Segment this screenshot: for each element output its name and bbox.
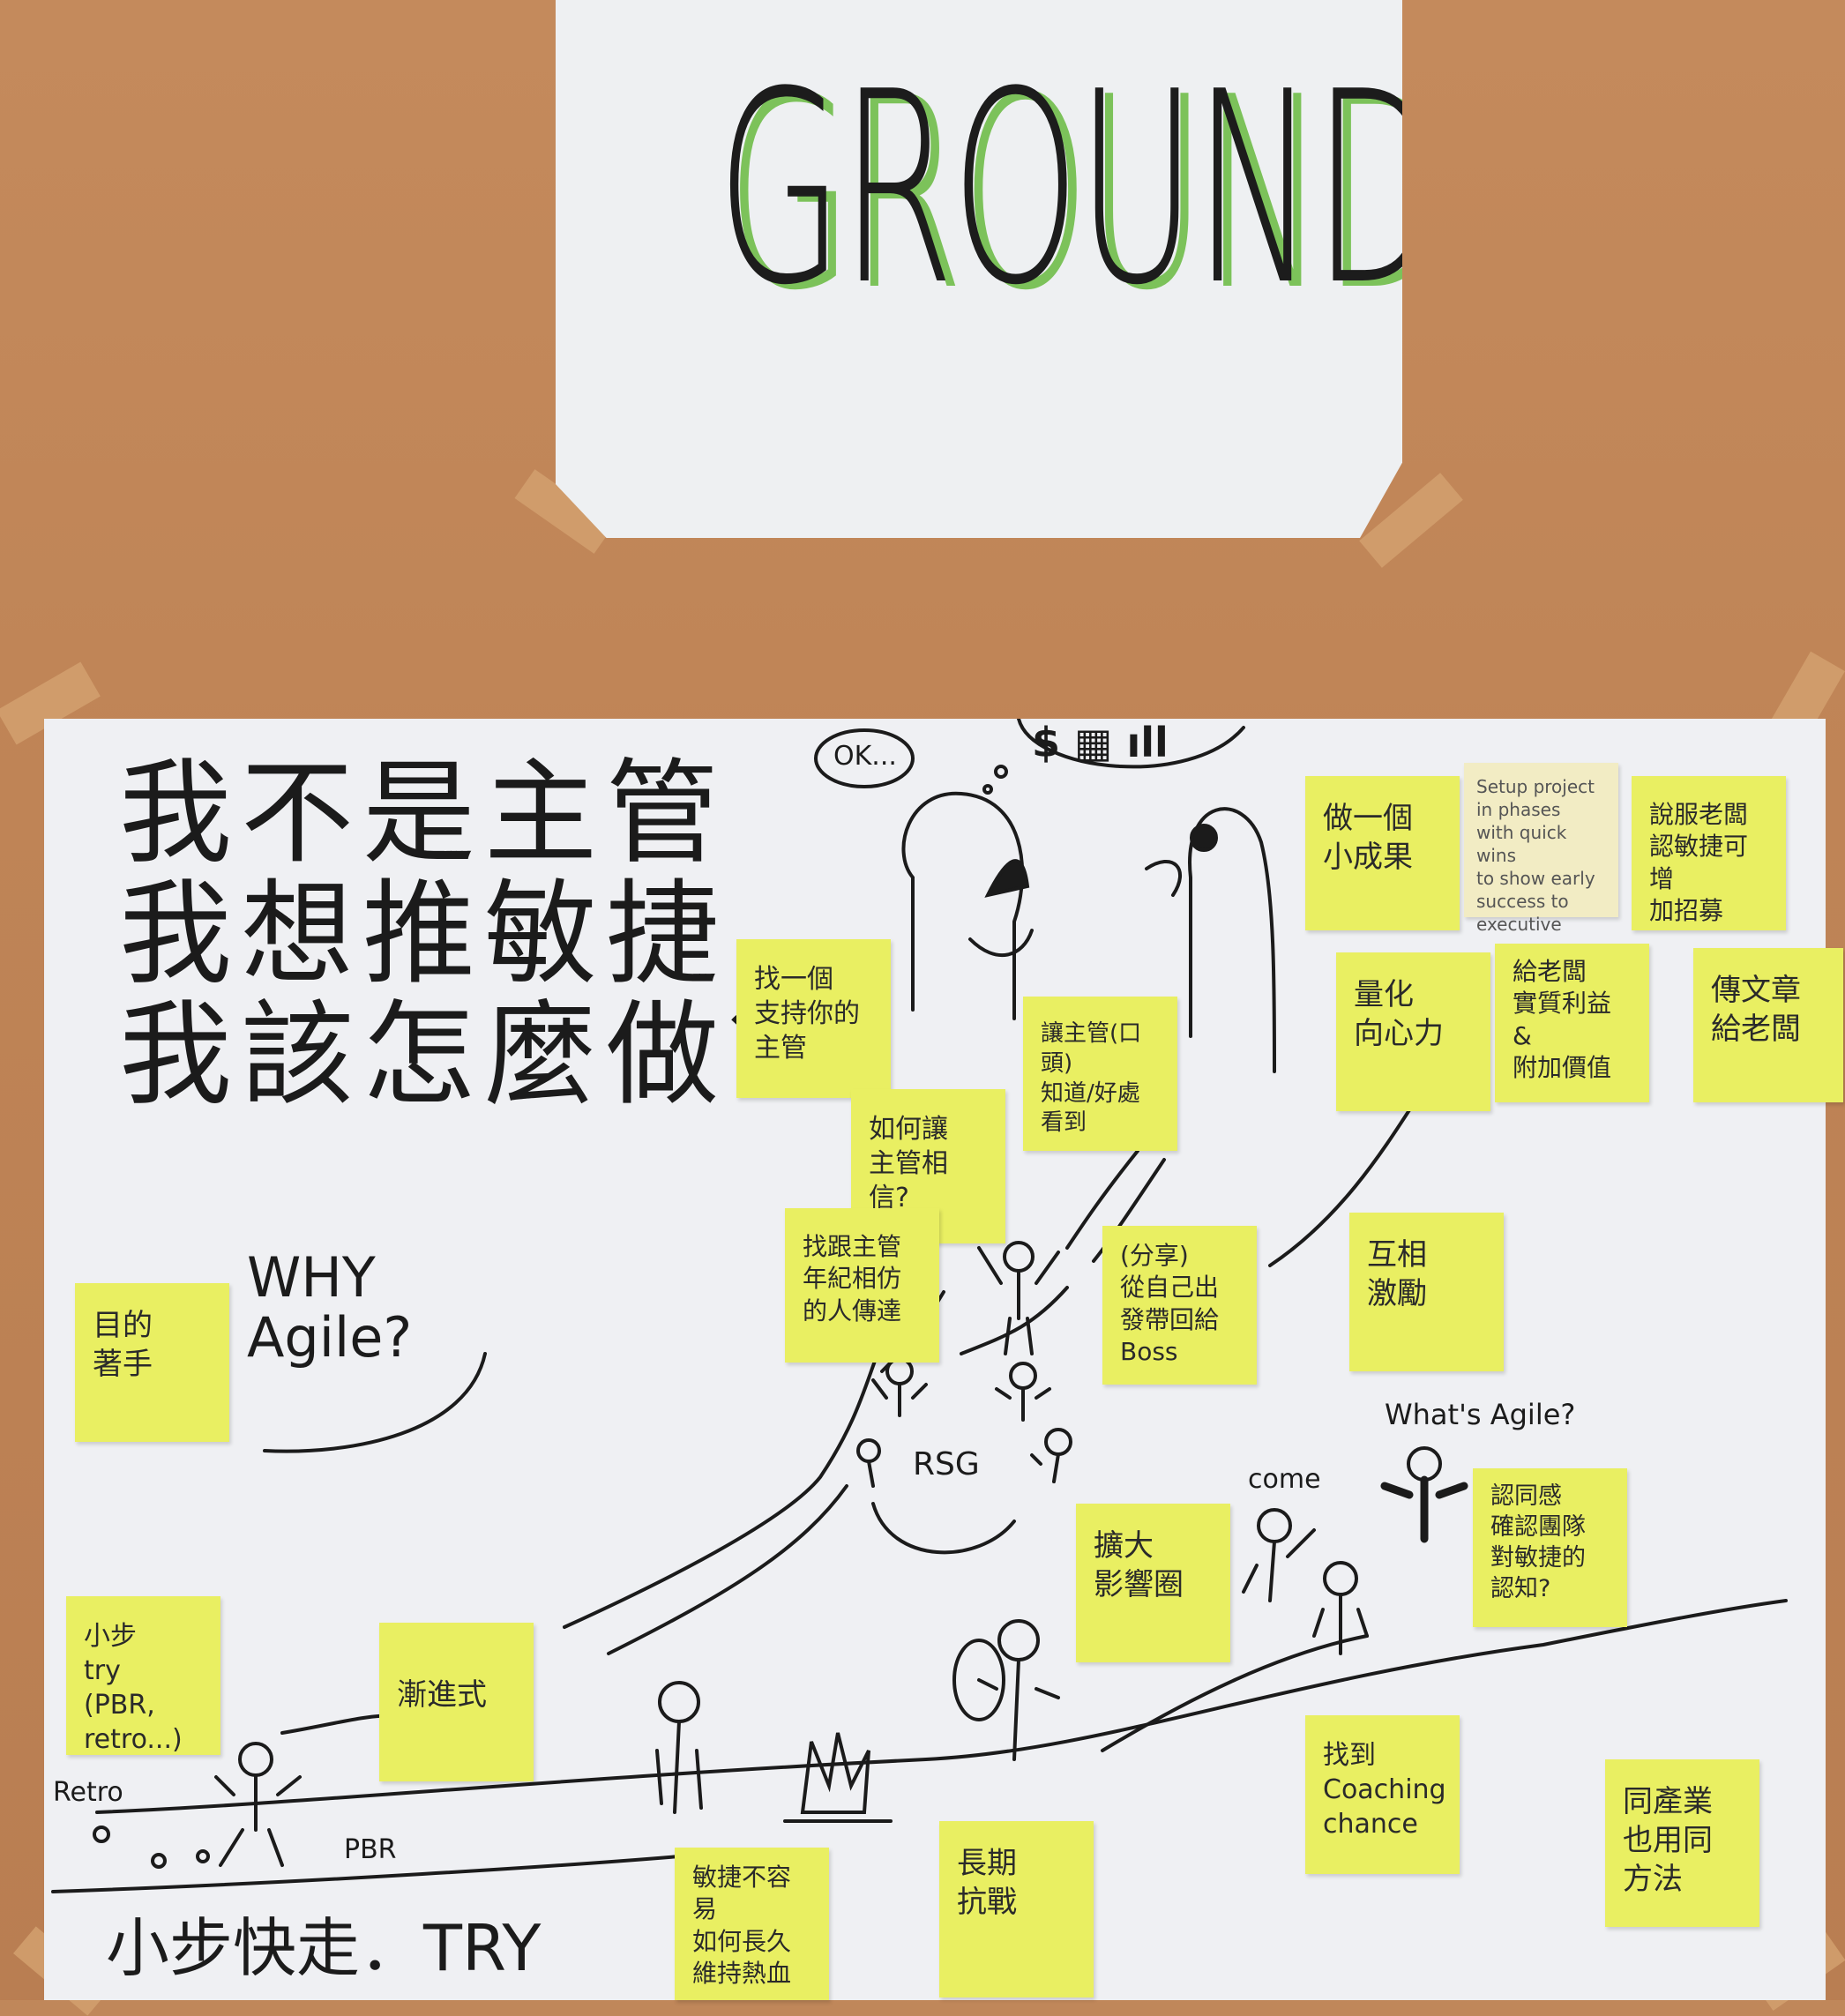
thought-bubble bbox=[1017, 719, 1245, 769]
sticky-note: 目的 著手 bbox=[75, 1283, 229, 1442]
sticky-note: (分享) 從自己出 發帶回給 Boss bbox=[1102, 1226, 1257, 1385]
sticky-note: 量化 向心力 bbox=[1336, 952, 1490, 1111]
whats-agile-label: What's Agile? bbox=[1385, 1398, 1576, 1431]
rsg-circle bbox=[871, 1502, 1016, 1555]
sticky-note: 漸進式 bbox=[379, 1623, 534, 1781]
sticky-note: 互相 激勵 bbox=[1349, 1213, 1504, 1371]
campfire-sketch bbox=[800, 1732, 870, 1814]
sticky-note: 給老闆 實質利益 & 附加價值 bbox=[1495, 944, 1649, 1102]
ok-bubble-label: OK... bbox=[833, 741, 897, 772]
sticky-note: 認同感 確認團隊 對敏捷的 認知? bbox=[1473, 1468, 1627, 1627]
why-agile-label: WHY Agile? bbox=[247, 1245, 413, 1370]
sticky-note: 擴大 影響圈 bbox=[1076, 1504, 1230, 1662]
rsg-label: RSG bbox=[913, 1446, 980, 1482]
title-sheet: GROUNDED bbox=[556, 0, 1402, 538]
sticky-note: 找到 Coaching chance bbox=[1305, 1715, 1460, 1874]
retro-label: Retro bbox=[53, 1777, 123, 1808]
sticky-note: 敏捷不容易 如何長久 維持熱血 bbox=[675, 1848, 829, 2000]
sticky-note: 找一個 支持你的 主管 bbox=[736, 939, 891, 1098]
speech-bubble bbox=[814, 728, 915, 788]
sticky-note: 傳文章 給老闆 bbox=[1693, 948, 1843, 1102]
path-line bbox=[563, 1352, 879, 1629]
sketch-drawing bbox=[51, 719, 1788, 1893]
sticky-note: Setup project in phases with quick wins … bbox=[1464, 763, 1618, 935]
ground-line bbox=[95, 1599, 1788, 1814]
person-sketch bbox=[901, 791, 1025, 1020]
pbr-label: PBR bbox=[344, 1834, 397, 1865]
sticky-note: 做一個 小成果 bbox=[1305, 776, 1460, 930]
sticky-note: 小步 try (PBR, retro...) bbox=[66, 1596, 220, 1755]
poster-sheet: 我不是主管 我想推敏捷 我該怎麼做？ WHY Agile? OK... $ ▦ … bbox=[44, 719, 1843, 2000]
underline bbox=[263, 1352, 487, 1453]
sticky-note: 長期 抗戰 bbox=[939, 1821, 1094, 1997]
money-bubble-label: $ ▦ ıll bbox=[1032, 719, 1169, 766]
title-text: GROUNDED bbox=[716, 35, 1660, 343]
sticky-note: 讓主管(口頭) 知道/好處 看到 bbox=[1023, 997, 1177, 1151]
small-people bbox=[214, 1241, 1468, 1867]
sticky-note: 說服老闆 認敏捷可增 加招募 bbox=[1632, 776, 1786, 930]
sticky-note: 同產業 也用同方法 bbox=[1605, 1759, 1759, 1927]
main-question: 我不是主管 我想推敏捷 我該怎麼做？ bbox=[119, 748, 850, 1121]
footer-text: 小步快走．TRY bbox=[106, 1911, 542, 1985]
come-label: come bbox=[1248, 1464, 1321, 1495]
sticky-note: 找跟主管 年紀相仿 的人傳達 bbox=[785, 1208, 939, 1363]
